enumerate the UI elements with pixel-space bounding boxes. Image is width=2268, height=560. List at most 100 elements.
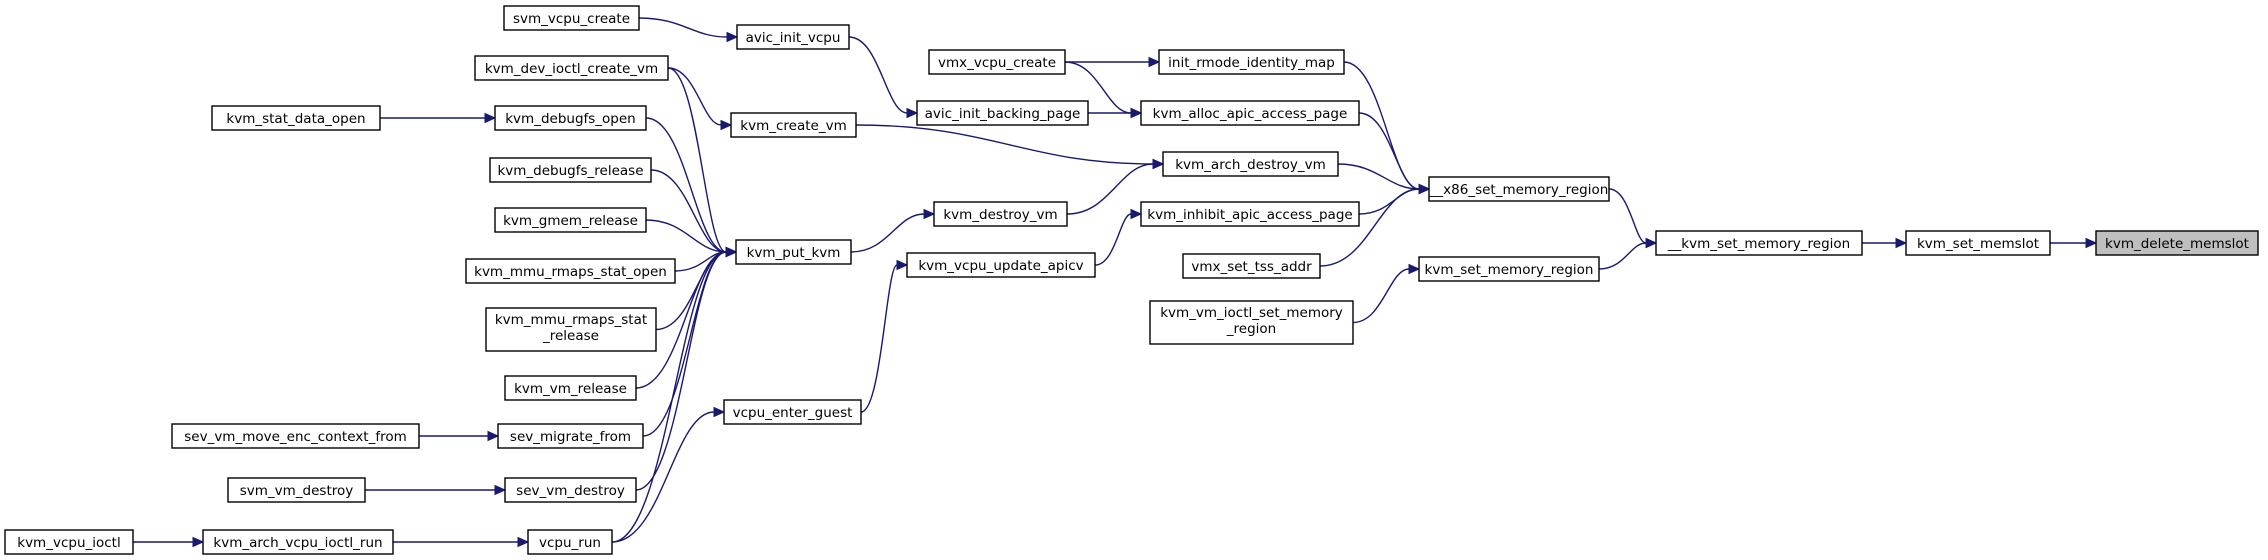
node-label: kvm_destroy_vm (943, 207, 1057, 223)
node-label: kvm_set_memslot (1917, 236, 2039, 252)
node-label: kvm_mmu_rmaps_stat_open (474, 264, 667, 280)
edge-svm_vm_destroy-to-sev_vm_destroy (365, 484, 507, 496)
node-label: vcpu_run (539, 535, 601, 551)
node-kvm-vm-ioctl-set-memory-region[interactable]: kvm_vm_ioctl_set_memory_region (1149, 300, 1354, 345)
node-sev-migrate-from[interactable]: sev_migrate_from (497, 423, 644, 449)
node-kvm-destroy-vm[interactable]: kvm_destroy_vm (933, 201, 1068, 227)
node-label: sev_vm_destroy (516, 483, 625, 499)
node---x86-set-memory-region[interactable]: __x86_set_memory_region (1428, 176, 1610, 202)
node-kvm-stat-data-open[interactable]: kvm_stat_data_open (211, 105, 381, 131)
node-label: kvm_gmem_release (503, 213, 638, 229)
edge-sev_vm_destroy-to-kvm_put_kvm (635, 246, 738, 491)
node-kvm-dev-ioctl-create-vm[interactable]: kvm_dev_ioctl_create_vm (474, 55, 669, 81)
edge-__kvm_set_memory_region-to-set_memslot (1862, 237, 1908, 249)
node-label: kvm_alloc_apic_access_page (1153, 106, 1348, 122)
node-kvm-debugfs-open[interactable]: kvm_debugfs_open (494, 105, 647, 131)
node-avic-init-vcpu[interactable]: avic_init_vcpu (736, 24, 850, 50)
edge-__x86_set_memory_region-to-__kvm_set_memory_region (1608, 188, 1658, 249)
node-label: kvm_vcpu_update_apicv (918, 258, 1083, 274)
edge-set_memslot-to-delete_memslot (2050, 237, 2098, 249)
edge-kvm_arch_vcpu_ioctl_run-to-vcpu_run (392, 536, 530, 548)
node-kvm-arch-destroy-vm[interactable]: kvm_arch_destroy_vm (1162, 151, 1339, 177)
node-label: _region (1226, 321, 1276, 337)
node-set-memslot[interactable]: kvm_set_memslot (1905, 230, 2051, 256)
edge-kvm_put_kvm-to-kvm_destroy_vm (850, 208, 936, 253)
node-kvm-inhibit-apic-access-page[interactable]: kvm_inhibit_apic_access_page (1140, 201, 1360, 227)
node-label: kvm_arch_vcpu_ioctl_run (213, 535, 382, 551)
edge-kvm_destroy_vm-to-kvm_arch_destroy_vm (1066, 158, 1165, 215)
node-label: kvm_vm_ioctl_set_memory (1160, 305, 1343, 321)
node-label: kvm_vm_release (514, 381, 627, 397)
node-kvm-put-kvm[interactable]: kvm_put_kvm (735, 239, 852, 265)
node-kvm-gmem-release[interactable]: kvm_gmem_release (494, 207, 647, 233)
node-label: kvm_vcpu_ioctl (17, 535, 120, 551)
edge-kvm_create_vm-to-kvm_arch_destroy_vm (855, 124, 1165, 170)
node-svm-vm-destroy[interactable]: svm_vm_destroy (227, 477, 366, 503)
node-label: kvm_put_kvm (747, 245, 841, 261)
edge-svm_vcpu_create-to-avic_init_vcpu (638, 17, 739, 43)
node-label: kvm_stat_data_open (226, 111, 365, 127)
node-label: __x86_set_memory_region (1429, 182, 1609, 198)
node-kvm-arch-vcpu-ioctl-run[interactable]: kvm_arch_vcpu_ioctl_run (202, 529, 394, 555)
edge-vmx_vcpu_create-to-init_rmode_identity_map (1065, 56, 1161, 68)
node-sev-vm-move-enc-context-from[interactable]: sev_vm_move_enc_context_from (171, 423, 420, 449)
node-kvm-vcpu-update-apicv[interactable]: kvm_vcpu_update_apicv (906, 252, 1096, 278)
node-kvm-vcpu-ioctl[interactable]: kvm_vcpu_ioctl (4, 529, 134, 555)
node-label: vmx_vcpu_create (938, 55, 1056, 71)
node-kvm-mmu-rmaps-stat-release[interactable]: kvm_mmu_rmaps_stat_release (485, 307, 657, 352)
edge-kvm_alloc_apic_access_page-to-__x86_set_memory_region (1358, 112, 1431, 195)
edge-kvm_vcpu_ioctl-to-kvm_arch_vcpu_ioctl_run (132, 536, 205, 548)
node-label: kvm_delete_memslot (2105, 236, 2249, 252)
node-label: svm_vcpu_create (513, 11, 630, 27)
node-label: kvm_create_vm (740, 118, 846, 134)
edge-kvm_vm_ioctl_set_memory_region-to-kvm_set_memory_region (1352, 263, 1421, 324)
edge-vmx_set_tss_addr-to-__x86_set_memory_region (1319, 183, 1431, 267)
node-label: init_rmode_identity_map (1168, 55, 1335, 71)
edge-vcpu_run-to-kvm_put_kvm (611, 246, 738, 543)
node-kvm-mmu-rmaps-stat-open[interactable]: kvm_mmu_rmaps_stat_open (465, 258, 676, 284)
node-vcpu-run[interactable]: vcpu_run (527, 529, 613, 555)
node-kvm-create-vm[interactable]: kvm_create_vm (730, 112, 857, 138)
edge-vcpu_run-to-vcpu_enter_guest (611, 406, 726, 543)
node-label: __kvm_set_memory_region (1667, 236, 1850, 252)
node-label: kvm_mmu_rmaps_stat (495, 312, 647, 328)
edge-kvm_dev_ioctl_create_vm-to-kvm_create_vm (667, 67, 733, 131)
node-label: kvm_set_memory_region (1425, 262, 1594, 278)
node-label: kvm_arch_destroy_vm (1175, 157, 1326, 173)
node-label: kvm_inhibit_apic_access_page (1147, 207, 1352, 223)
node-init-rmode-identity-map[interactable]: init_rmode_identity_map (1158, 49, 1345, 75)
node-kvm-set-memory-region[interactable]: kvm_set_memory_region (1418, 256, 1600, 282)
node-kvm-debugfs-release[interactable]: kvm_debugfs_release (489, 157, 652, 183)
edges-layer (132, 17, 2098, 548)
node-label: kvm_debugfs_open (505, 111, 636, 127)
node-vmx-set-tss-addr[interactable]: vmx_set_tss_addr (1182, 253, 1321, 279)
node---kvm-set-memory-region[interactable]: __kvm_set_memory_region (1655, 230, 1863, 256)
node-sev-vm-destroy[interactable]: sev_vm_destroy (504, 477, 637, 503)
node-delete-memslot[interactable]: kvm_delete_memslot (2095, 230, 2259, 256)
node-label: sev_vm_move_enc_context_from (184, 429, 407, 445)
node-label: sev_migrate_from (510, 429, 631, 445)
node-kvm-vm-release[interactable]: kvm_vm_release (504, 375, 637, 401)
edge-kvm_set_memory_region-to-__kvm_set_memory_region (1598, 237, 1658, 270)
node-label: _release (542, 328, 599, 344)
node-label: vcpu_enter_guest (733, 405, 853, 421)
node-kvm-alloc-apic-access-page[interactable]: kvm_alloc_apic_access_page (1140, 100, 1360, 126)
node-vcpu-enter-guest[interactable]: vcpu_enter_guest (723, 399, 862, 425)
node-label: svm_vm_destroy (240, 483, 354, 499)
edge-avic_init_vcpu-to-avic_init_backing_page (848, 36, 919, 119)
edge-vcpu_enter_guest-to-kvm_vcpu_update_apicv (860, 259, 909, 413)
node-svm-vcpu-create[interactable]: svm_vcpu_create (503, 5, 640, 31)
edge-kvm_stat_data_open-to-kvm_debugfs_open (380, 112, 497, 124)
node-vmx-vcpu-create[interactable]: vmx_vcpu_create (928, 49, 1066, 75)
edge-avic_init_backing_page-to-kvm_alloc_apic_access_page (1088, 107, 1143, 119)
edge-init_rmode_identity_map-to-__x86_set_memory_region (1343, 61, 1431, 195)
node-avic-init-backing-page[interactable]: avic_init_backing_page (916, 100, 1089, 126)
node-label: avic_init_backing_page (925, 106, 1081, 122)
edge-kvm_vcpu_update_apicv-to-kvm_inhibit_apic_access_page (1094, 208, 1143, 266)
edge-sev_vm_move_enc_context_from-to-sev_migrate_from (419, 430, 500, 442)
node-label: avic_init_vcpu (746, 30, 841, 46)
node-label: vmx_set_tss_addr (1191, 259, 1312, 275)
node-label: kvm_dev_ioctl_create_vm (485, 61, 658, 77)
edge-kvm_debugfs_open-to-kvm_put_kvm (645, 117, 738, 258)
